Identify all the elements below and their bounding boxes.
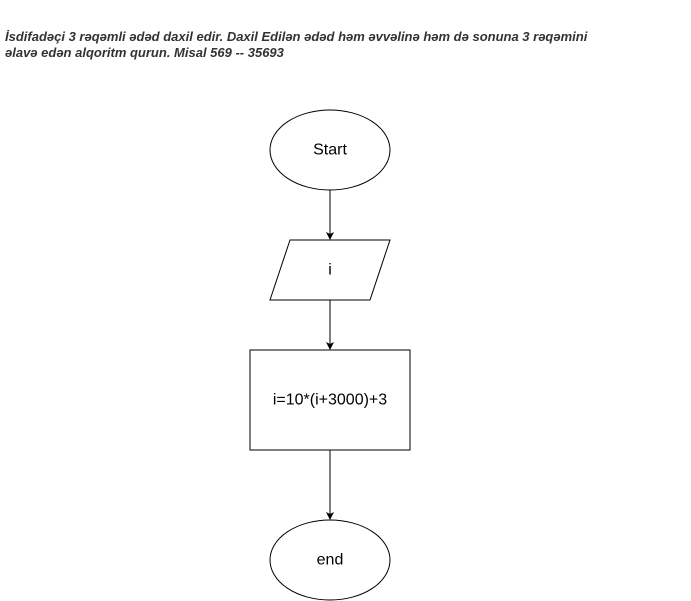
end-node-shape [269,519,391,601]
process-node-shape [249,349,411,451]
task-description: İsdifadəçi 3 rəqəmli ədəd daxil edir. Da… [5,29,685,61]
task-description-line-1: İsdifadəçi 3 rəqəmli ədəd daxil edir. Da… [5,29,588,44]
input-node-shape [269,239,391,301]
task-description-line-2: əlavə edən alqoritm qurun. Misal 569 -- … [5,45,284,60]
end-node-label: end [317,552,344,569]
input-node-label: i [328,262,332,279]
start-node-label: Start [313,142,347,159]
process-node: i=10*(i+3000)+3 [249,349,411,451]
end-node: end [269,519,391,601]
start-node: Start [269,109,391,191]
input-node: i [269,239,391,301]
process-node-label: i=10*(i+3000)+3 [273,392,387,409]
